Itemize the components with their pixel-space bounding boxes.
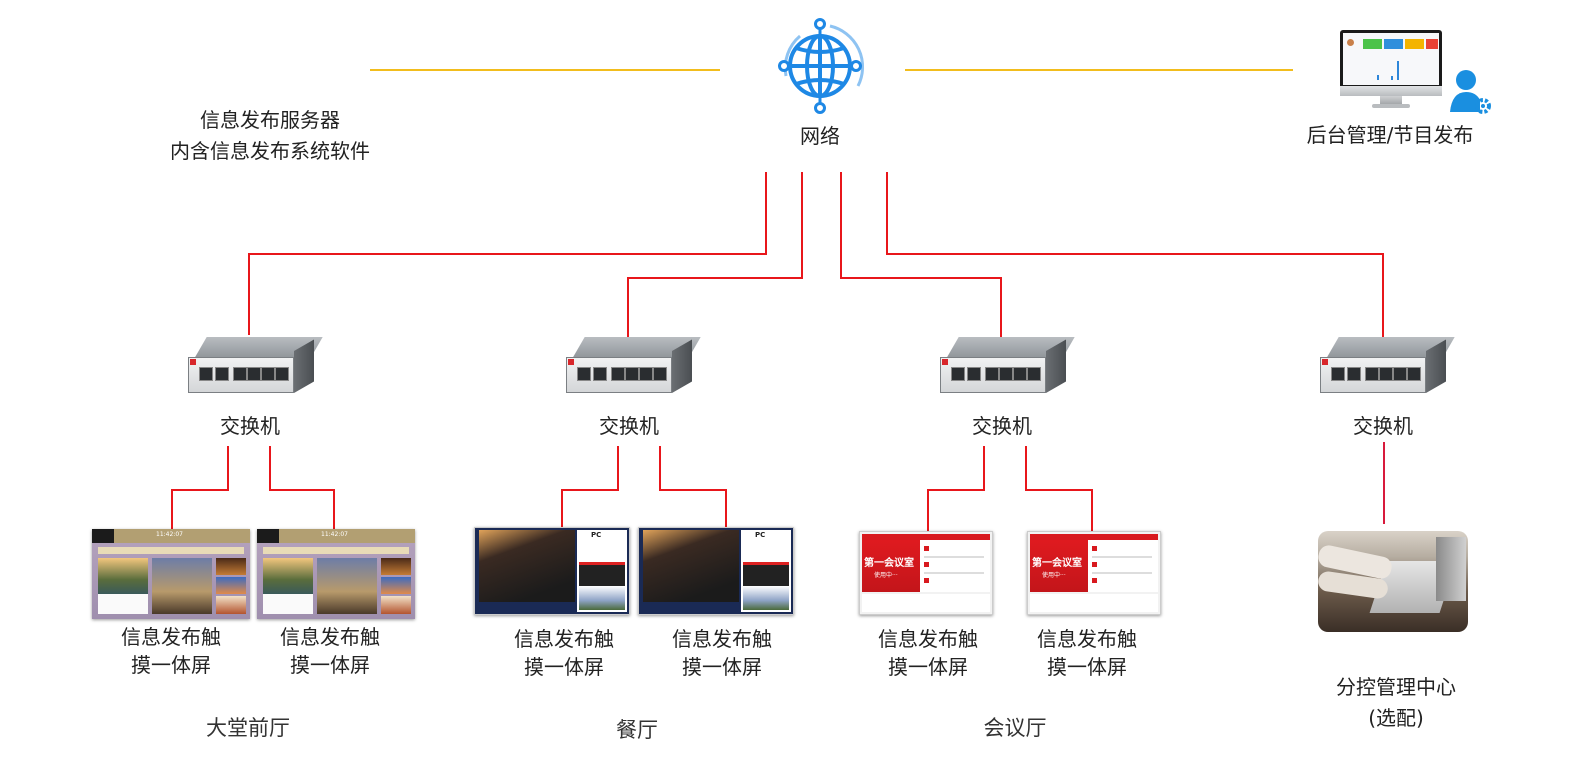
lobby-screen-time: 11:42:07 <box>156 531 183 538</box>
terminal-label: 信息发布触摸一体屏 <box>280 625 380 677</box>
dining-screen-logo: PC <box>755 531 766 539</box>
lobby-screen-2[interactable]: 11:42:07 <box>257 529 415 619</box>
wire-net-sw4 <box>886 172 888 255</box>
wire-net-sw1 <box>765 172 767 255</box>
network-node[interactable] <box>772 16 868 116</box>
switch-3-label: 交换机 <box>972 414 1032 438</box>
zone-dining: 餐厅 <box>616 718 658 742</box>
meeting-room-name: 第一会议室 <box>1032 558 1082 569</box>
admin-uplink-line <box>905 69 1293 71</box>
dining-screen-1[interactable]: PC <box>474 527 630 615</box>
switch-2-label: 交换机 <box>599 414 659 438</box>
switch-1[interactable] <box>188 337 323 399</box>
dining-screen-2[interactable]: PC <box>638 527 794 615</box>
zone-meeting: 会议厅 <box>983 716 1047 740</box>
meeting-room-name: 第一会议室 <box>864 558 914 569</box>
admin-label: 后台管理/节目发布 <box>1306 123 1474 147</box>
dining-screen-logo: PC <box>591 531 602 539</box>
switch-4[interactable] <box>1320 337 1455 399</box>
admin-monitor-icon[interactable] <box>1340 30 1442 110</box>
meeting-screen-1[interactable]: 第一会议室 使用中··· <box>859 531 993 615</box>
server-label: 信息发布服务器 内含信息发布系统软件 <box>150 106 390 165</box>
terminal-label: 信息发布触摸一体屏 <box>672 627 772 679</box>
globe-icon <box>778 18 865 114</box>
user-gear-icon <box>1450 70 1491 114</box>
terminal-label: 信息发布触摸一体屏 <box>878 627 978 679</box>
server-label-line1: 信息发布服务器 <box>200 108 340 132</box>
wire-net-sw2 <box>801 172 803 279</box>
wire-sw4-control <box>1383 442 1385 524</box>
terminal-label: 信息发布触摸一体屏 <box>121 625 221 677</box>
control-center-laptop-image[interactable] <box>1318 531 1468 632</box>
network-label: 网络 <box>800 124 840 148</box>
terminal-label: 信息发布触摸一体屏 <box>514 627 614 679</box>
server-uplink-line <box>370 69 720 71</box>
lobby-screen-1[interactable]: 11:42:07 <box>92 529 250 619</box>
switch-2[interactable] <box>566 337 701 399</box>
server-label-line2: 内含信息发布系统软件 <box>170 139 370 163</box>
meeting-screen-2[interactable]: 第一会议室 使用中··· <box>1027 531 1161 615</box>
switch-1-label: 交换机 <box>220 414 280 438</box>
meeting-room-status: 使用中··· <box>1042 572 1066 579</box>
wire-net-sw3 <box>840 172 842 279</box>
lobby-screen-time: 11:42:07 <box>321 531 348 538</box>
meeting-room-status: 使用中··· <box>874 572 898 579</box>
control-center-label: 分控管理中心 (选配) <box>1336 675 1456 730</box>
switch-4-label: 交换机 <box>1353 414 1413 438</box>
terminal-label: 信息发布触摸一体屏 <box>1037 627 1137 679</box>
zone-lobby: 大堂前厅 <box>206 716 290 740</box>
switch-3[interactable] <box>940 337 1075 399</box>
